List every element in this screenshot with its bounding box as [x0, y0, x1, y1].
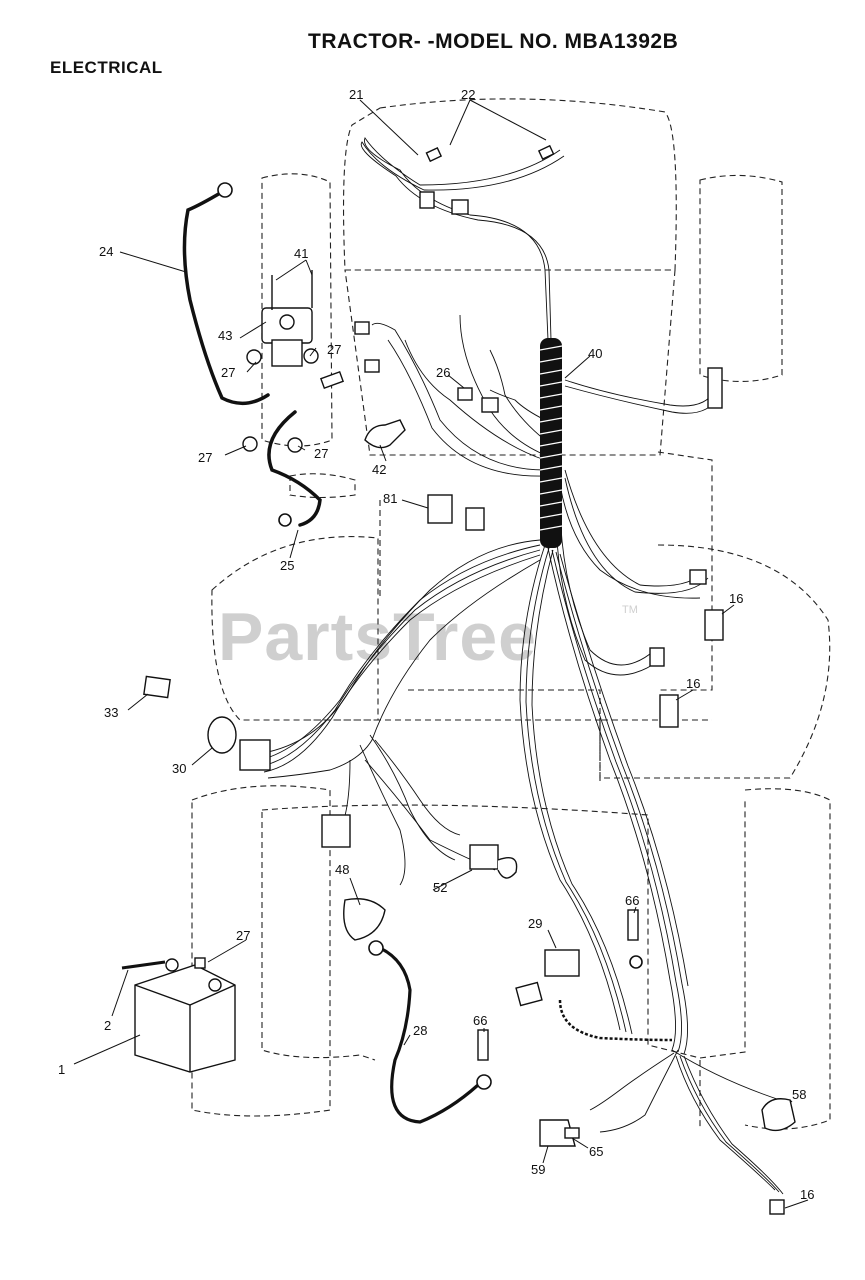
callout-27: 27 — [327, 342, 341, 357]
ring-terminal — [278, 513, 292, 527]
callout-27: 27 — [198, 450, 212, 465]
ignition-switch — [207, 716, 237, 754]
callout-43: 43 — [218, 328, 232, 343]
relay — [427, 494, 453, 524]
callout-2: 2 — [104, 1018, 111, 1033]
callout-1: 1 — [58, 1062, 65, 1077]
battery-terminal — [208, 978, 222, 992]
solenoid-terminal — [279, 314, 295, 330]
coiled-lead — [558, 999, 673, 1042]
connector-16 — [659, 694, 679, 728]
nut — [303, 348, 319, 364]
connector-block — [321, 814, 351, 848]
callout-27: 27 — [236, 928, 250, 943]
connector-52 — [469, 844, 499, 870]
callout-16: 16 — [729, 591, 743, 606]
connector — [451, 199, 469, 215]
ring-terminal — [629, 955, 643, 969]
ignition-plug — [239, 739, 271, 771]
ring-terminal — [217, 182, 233, 198]
callout-22: 22 — [461, 87, 475, 102]
callout-52: 52 — [433, 880, 447, 895]
switch-58 — [761, 1098, 796, 1132]
callout-66: 66 — [473, 1013, 487, 1028]
bolt-66 — [477, 1029, 489, 1061]
connector — [481, 397, 499, 413]
fuse-holder — [364, 419, 406, 449]
watermark: PartsTree — [218, 599, 537, 675]
cable-24 — [182, 190, 270, 405]
connector — [689, 569, 707, 585]
relay-socket — [465, 507, 485, 531]
headlight-bulb — [425, 147, 443, 163]
nut — [246, 349, 262, 365]
cable-25 — [267, 410, 322, 527]
bracket-59 — [539, 1119, 576, 1147]
leader-lines — [73, 99, 809, 1209]
callout-24: 24 — [99, 244, 113, 259]
connector — [649, 647, 665, 667]
nut — [287, 437, 303, 453]
wire-harness — [259, 137, 784, 1195]
tractor-outline — [191, 98, 831, 1130]
callout-66: 66 — [625, 893, 639, 908]
callout-26: 26 — [436, 365, 450, 380]
ring-terminal — [476, 1074, 492, 1090]
callout-65: 65 — [589, 1144, 603, 1159]
solenoid-body — [271, 339, 303, 367]
watermark-trademark: TM — [622, 604, 638, 616]
connector — [319, 370, 345, 390]
battery-cables — [182, 190, 480, 1124]
conduit-ribs — [539, 345, 563, 531]
nut — [242, 436, 258, 452]
connector-16 — [704, 609, 724, 641]
callout-81: 81 — [383, 491, 397, 506]
section-title: ELECTRICAL — [50, 58, 163, 77]
diagram-title: TRACTOR- -MODEL NO. MBA1392B — [308, 30, 679, 53]
connector — [515, 981, 543, 1007]
connector-16 — [769, 1199, 785, 1215]
ring-terminal — [368, 940, 384, 956]
battery-bolt — [121, 960, 166, 970]
connector — [419, 191, 435, 209]
callout-40: 40 — [588, 346, 602, 361]
callout-30: 30 — [172, 761, 186, 776]
connector — [707, 367, 723, 409]
ring-terminals — [217, 182, 643, 1090]
harness-conduit-40 — [540, 338, 562, 548]
seat-harness-48 — [343, 898, 386, 941]
connector — [364, 359, 380, 373]
connector — [457, 387, 473, 401]
bolt-66 — [627, 909, 639, 941]
callout-29: 29 — [528, 916, 542, 931]
cable-28 — [378, 946, 480, 1124]
part-65 — [564, 1127, 580, 1139]
headlight-bulb — [537, 144, 555, 160]
battery-terminal — [165, 958, 179, 972]
callout-42: 42 — [372, 462, 386, 477]
clip-33 — [143, 675, 171, 699]
callout-21: 21 — [349, 87, 363, 102]
callout-33: 33 — [104, 705, 118, 720]
callout-28: 28 — [413, 1023, 427, 1038]
callout-27: 27 — [314, 446, 328, 461]
callout-27: 27 — [221, 365, 235, 380]
seat-switch-29 — [544, 949, 580, 977]
nut — [194, 957, 206, 969]
callout-41: 41 — [294, 246, 308, 261]
callout-25: 25 — [280, 558, 294, 573]
callout-48: 48 — [335, 862, 349, 877]
callout-59: 59 — [531, 1162, 545, 1177]
callout-16: 16 — [686, 676, 700, 691]
connector — [354, 321, 370, 335]
callout-58: 58 — [792, 1087, 806, 1102]
components — [121, 144, 796, 1215]
callout-labels: 1 2 16 16 16 21 22 24 25 26 27 27 27 27 … — [58, 87, 814, 1202]
callout-16: 16 — [800, 1187, 814, 1202]
